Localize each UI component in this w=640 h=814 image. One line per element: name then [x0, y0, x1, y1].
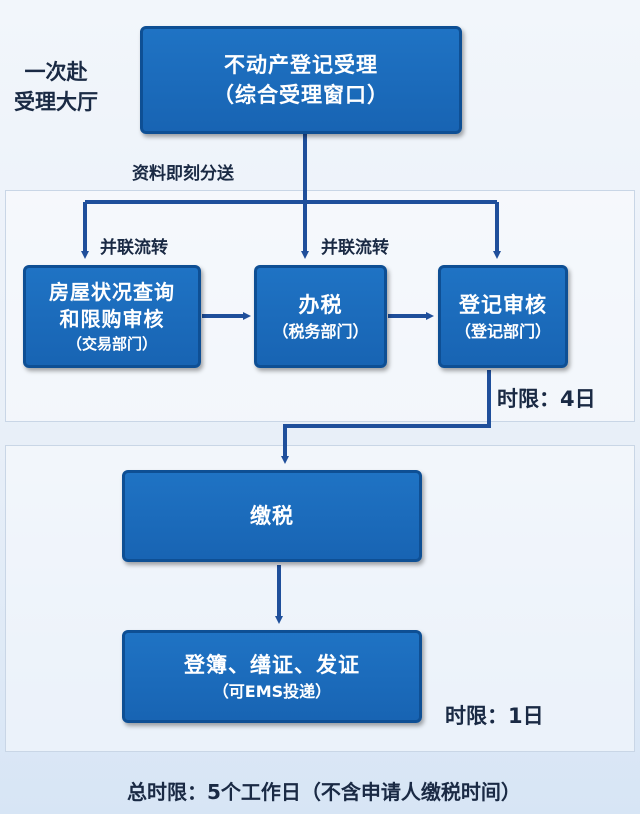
- housing-check-box: 房屋状况查询 和限购审核 （交易部门）: [23, 265, 201, 368]
- housing-line2: 和限购审核: [59, 306, 165, 331]
- issue-title: 登簿、缮证、发证: [184, 652, 360, 677]
- hall-label-line2: 受理大厅: [14, 90, 98, 114]
- intake-subtitle: （综合受理窗口）: [213, 83, 389, 107]
- hall-label: 一次赴 受理大厅: [14, 57, 98, 117]
- review-box: 登记审核 （登记部门）: [438, 265, 568, 368]
- housing-dept: （交易部门）: [66, 334, 157, 353]
- review-title: 登记审核: [459, 292, 547, 317]
- parallel-label-mid: 并联流转: [321, 238, 389, 258]
- total-time-limit: 总时限：5个工作日（不含申请人缴税时间）: [127, 780, 521, 804]
- stage2-time-limit: 时限：1日: [445, 704, 544, 728]
- tax-dept: （税务部门）: [272, 321, 369, 341]
- hall-label-line1: 一次赴: [24, 60, 88, 84]
- pay-title: 缴税: [250, 504, 294, 528]
- arrow-review-to-pay: [281, 370, 491, 464]
- housing-line1: 房屋状况查询: [49, 279, 175, 304]
- registration-intake-box: 不动产登记受理 （综合受理窗口）: [140, 26, 462, 134]
- review-dept: （登记部门）: [454, 321, 551, 341]
- issue-certificate-box: 登簿、缮证、发证 （可EMS投递）: [122, 630, 422, 723]
- issue-note: （可EMS投递）: [212, 681, 332, 701]
- distribute-label: 资料即刻分送: [132, 164, 234, 184]
- stage1-time-limit: 时限：4日: [497, 387, 596, 411]
- intake-title: 不动产登记受理: [224, 53, 378, 77]
- pay-tax-box: 缴税: [122, 470, 422, 562]
- parallel-label-left: 并联流转: [100, 238, 168, 258]
- tax-box: 办税 （税务部门）: [254, 265, 387, 368]
- tax-title: 办税: [298, 292, 343, 317]
